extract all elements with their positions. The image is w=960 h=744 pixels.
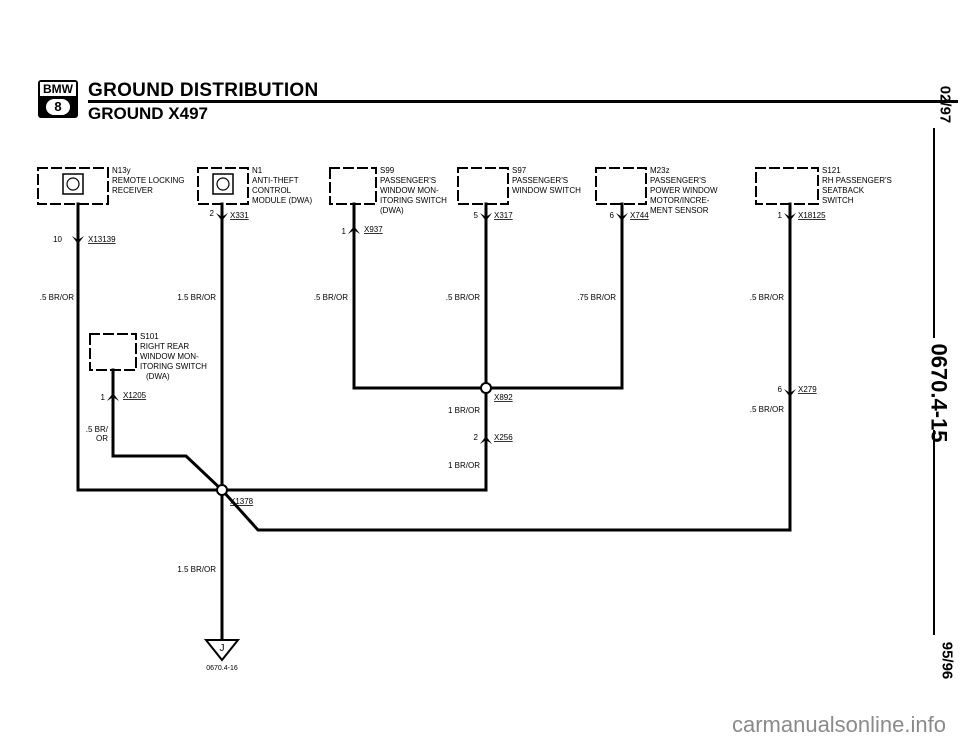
ground-symbol-label: J xyxy=(220,643,225,654)
title-rule xyxy=(88,100,958,103)
component-desc: WINDOW SWITCH xyxy=(512,186,581,195)
connector-pin: 5 xyxy=(474,211,479,220)
connector-arrow-icon xyxy=(480,436,492,444)
page-title: GROUND DISTRIBUTION xyxy=(88,80,319,101)
logo-top-text: BMW xyxy=(40,82,76,96)
component-desc: RECEIVER xyxy=(112,186,153,195)
wires xyxy=(76,202,792,642)
component-id: M23z xyxy=(650,166,670,175)
component-desc: ITORING SWITCH xyxy=(140,362,207,371)
header: BMW 8 GROUND DISTRIBUTION GROUND X497 xyxy=(38,74,958,126)
connector-id: X317 xyxy=(494,211,513,220)
connector-arrow-icon xyxy=(107,393,119,401)
component-id: S99 xyxy=(380,166,395,175)
connector-pin: 1 xyxy=(778,211,783,220)
wire-label: .5 BR/OR xyxy=(750,293,784,302)
component-box-s97 xyxy=(457,167,509,205)
watermark-text: carmanualsonline.info xyxy=(731,712,946,737)
connector-id: X256 xyxy=(494,433,513,442)
component-box-s99 xyxy=(329,167,377,205)
connector-markers xyxy=(72,213,796,444)
component-desc: PASSENGER'S xyxy=(650,176,706,185)
connector-arrow-icon xyxy=(72,236,84,244)
connector-pin: 6 xyxy=(610,211,615,220)
wire-label: .5 BR/OR xyxy=(750,405,784,414)
component-box-s121 xyxy=(755,167,819,205)
component-desc: WINDOW MON- xyxy=(140,352,199,361)
component-desc: CONTROL xyxy=(252,186,292,195)
connector-id: X1205 xyxy=(123,391,147,400)
wire-label: 1.5 BR/OR xyxy=(177,565,216,574)
component-id: S121 xyxy=(822,166,841,175)
ground-ref: 0670.4-16 xyxy=(206,665,238,672)
component-desc: POWER WINDOW xyxy=(650,186,718,195)
component-desc: MENT SENSOR xyxy=(650,206,709,215)
component-id: S97 xyxy=(512,166,527,175)
wire-label: .75 BR/OR xyxy=(577,293,616,302)
ground-symbol-icon xyxy=(203,639,241,662)
wire-label: .5 BR/ xyxy=(86,425,109,434)
connector-id: X744 xyxy=(630,211,649,220)
connector-id: X279 xyxy=(798,385,817,394)
component-box-n1 xyxy=(197,167,249,205)
component-desc: ITORING SWITCH xyxy=(380,196,447,205)
connector-arrow-icon xyxy=(348,226,360,234)
connector-pin: 2 xyxy=(210,209,215,218)
component-desc: WINDOW MON- xyxy=(380,186,439,195)
component-desc: RIGHT REAR xyxy=(140,342,189,351)
connector-id: X331 xyxy=(230,211,249,220)
side-rule-bottom xyxy=(933,430,935,635)
component-desc: MOTOR/INCRE- xyxy=(650,196,710,205)
component-desc: (DWA) xyxy=(380,206,404,215)
component-box-m23z xyxy=(595,167,647,205)
splice-id: X892 xyxy=(494,393,513,402)
side-rule-top xyxy=(933,128,935,338)
component-desc: PASSENGER'S xyxy=(512,176,568,185)
wire-label: .5 BR/OR xyxy=(40,293,74,302)
connector-id: X18125 xyxy=(798,211,826,220)
connector-id: X937 xyxy=(364,225,383,234)
connector-pin: 1 xyxy=(101,393,106,402)
component-desc: SEATBACK xyxy=(822,186,865,195)
component-desc: MODULE (DWA) xyxy=(252,196,312,205)
connector-pin: 2 xyxy=(474,433,479,442)
component-desc: SWITCH xyxy=(822,196,854,205)
component-desc: RH PASSENGER'S xyxy=(822,176,892,185)
wire-label: 1 BR/OR xyxy=(448,461,480,470)
connector-arrow-icon xyxy=(616,213,628,221)
page-subtitle: GROUND X497 xyxy=(88,104,208,123)
wire-label: .5 BR/OR xyxy=(314,293,348,302)
splice-x1378-icon xyxy=(216,484,228,496)
wire-label: OR xyxy=(96,434,108,443)
logo-bottom-text: 8 xyxy=(46,99,70,115)
component-box-s101 xyxy=(89,333,137,371)
wire-label: 1.5 BR/OR xyxy=(177,293,216,302)
connector-arrow-icon xyxy=(216,213,228,221)
component-desc: REMOTE LOCKING xyxy=(112,176,184,185)
connector-arrow-icon xyxy=(480,213,492,221)
splice-x892-icon xyxy=(480,382,492,394)
connector-pin: 6 xyxy=(778,385,783,394)
component-desc: ANTI-THEFT xyxy=(252,176,299,185)
connector-pin: 10 xyxy=(53,235,62,244)
connector-arrow-icon xyxy=(784,213,796,221)
connector-pin: 1 xyxy=(342,227,347,236)
component-id: N13y xyxy=(112,166,131,175)
component-desc: (DWA) xyxy=(146,372,170,381)
component-id: N1 xyxy=(252,166,263,175)
component-desc: PASSENGER'S xyxy=(380,176,436,185)
connector-id: X13139 xyxy=(88,235,116,244)
splice-id: X1378 xyxy=(230,497,254,506)
component-box-n13y xyxy=(37,167,109,205)
wire-label: 1 BR/OR xyxy=(448,406,480,415)
wire-label: .5 BR/OR xyxy=(446,293,480,302)
connector-arrow-icon xyxy=(784,389,796,397)
bmw-logo-icon: BMW 8 xyxy=(38,80,78,118)
component-id: S101 xyxy=(140,332,159,341)
